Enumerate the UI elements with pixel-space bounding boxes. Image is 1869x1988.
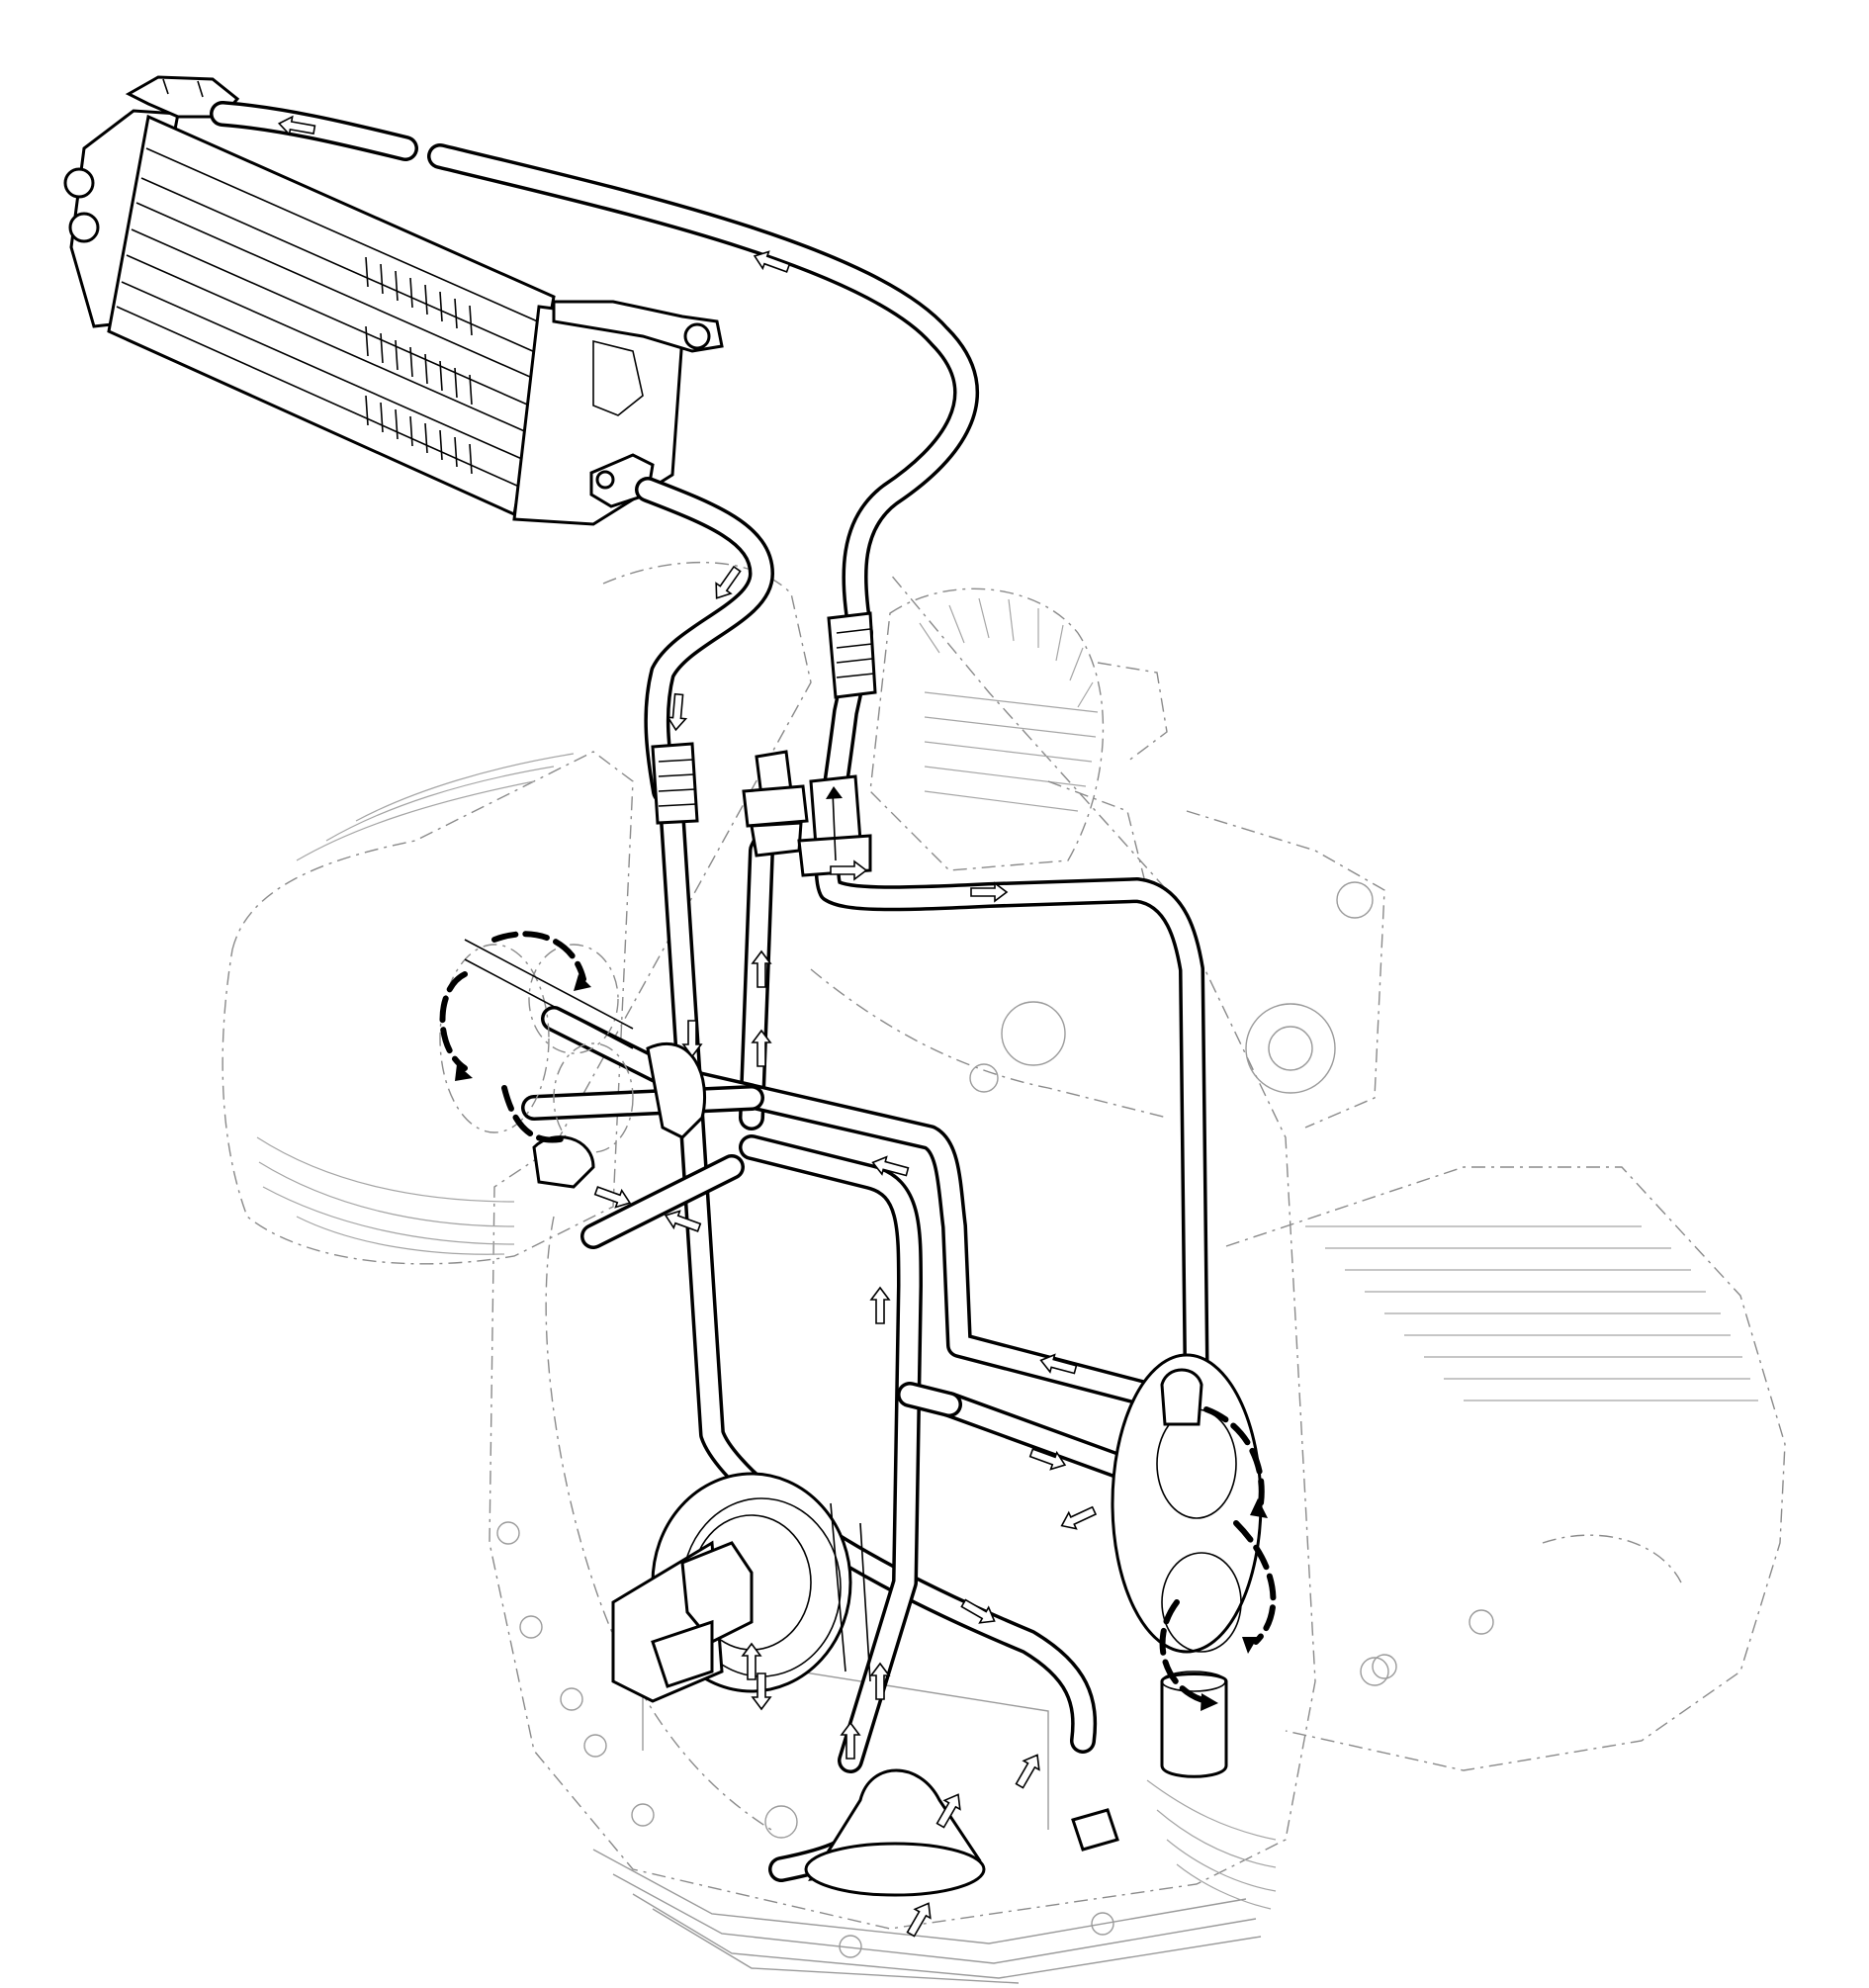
flow-arrow: [741, 1642, 762, 1680]
flow-arrow: [1039, 1353, 1078, 1375]
flow-arrow: [715, 565, 742, 599]
left-cylinder-head: [222, 751, 634, 1265]
alternator: [869, 587, 1168, 871]
camshaft-gear-right: [1111, 1353, 1263, 1654]
flow-arrow: [960, 1598, 996, 1624]
oil-pump: [611, 1472, 871, 1703]
swirl-marker: [501, 1085, 572, 1143]
pressure-sender: [742, 750, 809, 858]
crankcase-front-edge: [810, 968, 1168, 1119]
flow-arrow: [830, 859, 868, 881]
flow-arrow: [869, 1662, 891, 1700]
swirl-marker: [1159, 1599, 1209, 1704]
hose-clamps: [651, 611, 877, 825]
flow-arrows: [277, 115, 1098, 1938]
flow-arrow: [1015, 1754, 1040, 1789]
flow-arrow: [840, 1721, 861, 1760]
cooler-feed-hose: [635, 477, 774, 804]
right-cylinder-head: [1225, 1166, 1786, 1771]
cooler-core-fins: [116, 147, 550, 488]
crankcase-bolts: [496, 1521, 1494, 1958]
swirl-marker: [1233, 1520, 1277, 1645]
flow-arrow: [751, 1029, 772, 1067]
flow-arrow: [935, 1793, 961, 1829]
flow-arrow: [970, 881, 1009, 903]
flow-arrow: [1028, 1448, 1067, 1471]
flow-arrow: [593, 1186, 632, 1209]
flow-arrow: [277, 115, 316, 136]
flow-arrow: [666, 692, 688, 732]
flow-arrow: [751, 949, 772, 988]
oil-sump: [592, 1849, 1262, 1984]
flow-arrow: [681, 1020, 703, 1058]
right-cylinder-barrel-fins: [1146, 1779, 1277, 1910]
oil-cooler: [63, 75, 724, 526]
oil-pickup-strainer: [804, 1768, 1119, 1897]
oil-filter: [1160, 1671, 1228, 1778]
flow-arrow: [906, 1902, 932, 1938]
engine-ghost-outline: [222, 561, 1786, 1984]
flow-arrow: [753, 250, 791, 273]
flow-arrow: [1060, 1505, 1098, 1530]
flow-arrow: [664, 1210, 702, 1232]
flow-arrow: [869, 1286, 891, 1324]
crankcase-outline: [489, 561, 1316, 1930]
swirl-markers: [439, 931, 1277, 1711]
swirl-marker: [491, 931, 586, 982]
camshaft-gear-left: [439, 939, 707, 1189]
swirl-marker: [1203, 1406, 1265, 1506]
timing-cover: [969, 780, 1385, 1129]
cooler-return-hose: [210, 101, 980, 646]
flow-arrow: [871, 1155, 910, 1177]
thermostat-valve: [797, 774, 872, 877]
flow-arrow: [751, 1672, 772, 1711]
swirl-marker: [439, 971, 468, 1071]
